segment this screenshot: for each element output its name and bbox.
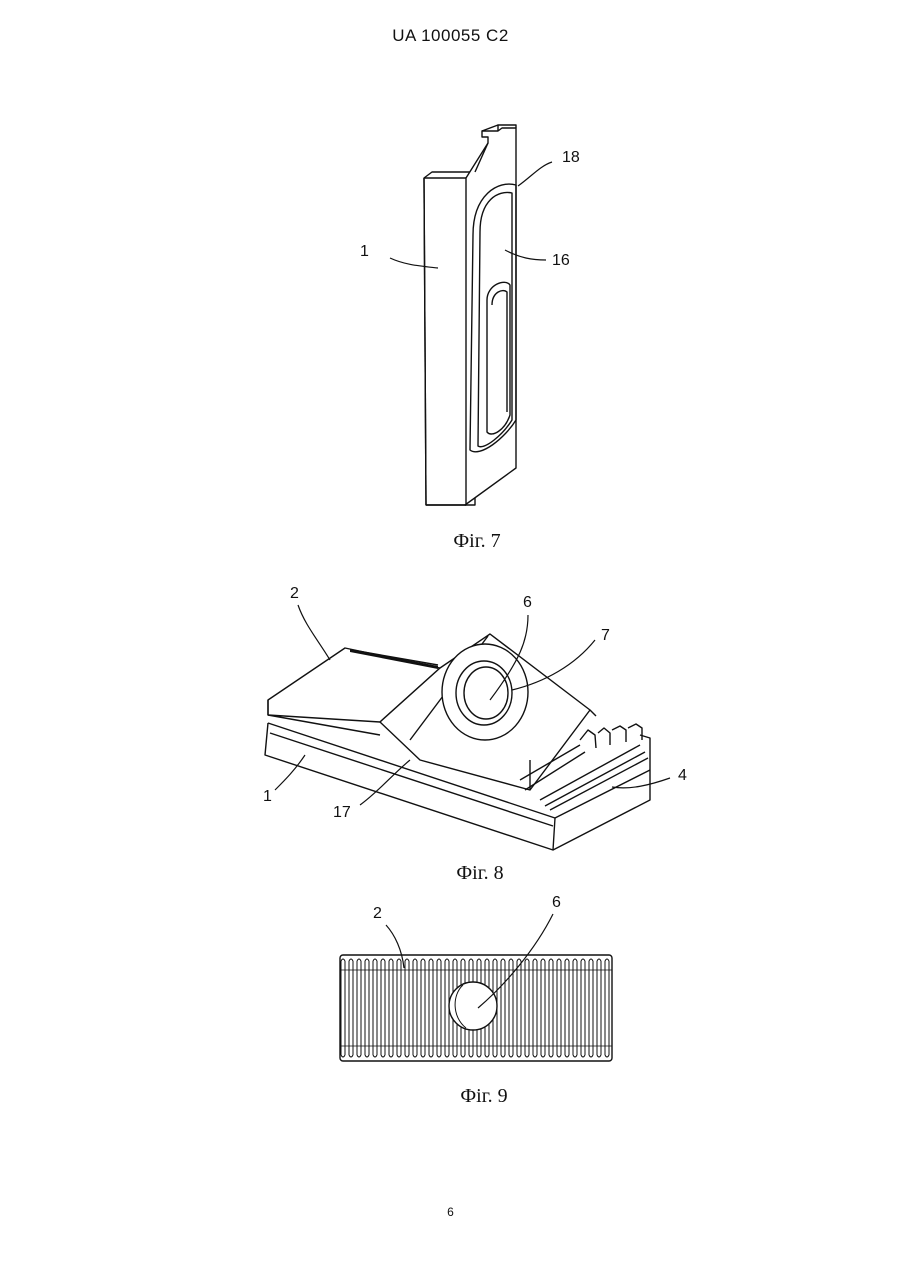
figure-9-caption: Фіг. 9 bbox=[384, 1085, 584, 1108]
fig9-ref-6: 6 bbox=[552, 894, 561, 911]
fig9-ref-2: 2 bbox=[373, 905, 382, 922]
page-number: 6 bbox=[0, 1205, 901, 1219]
